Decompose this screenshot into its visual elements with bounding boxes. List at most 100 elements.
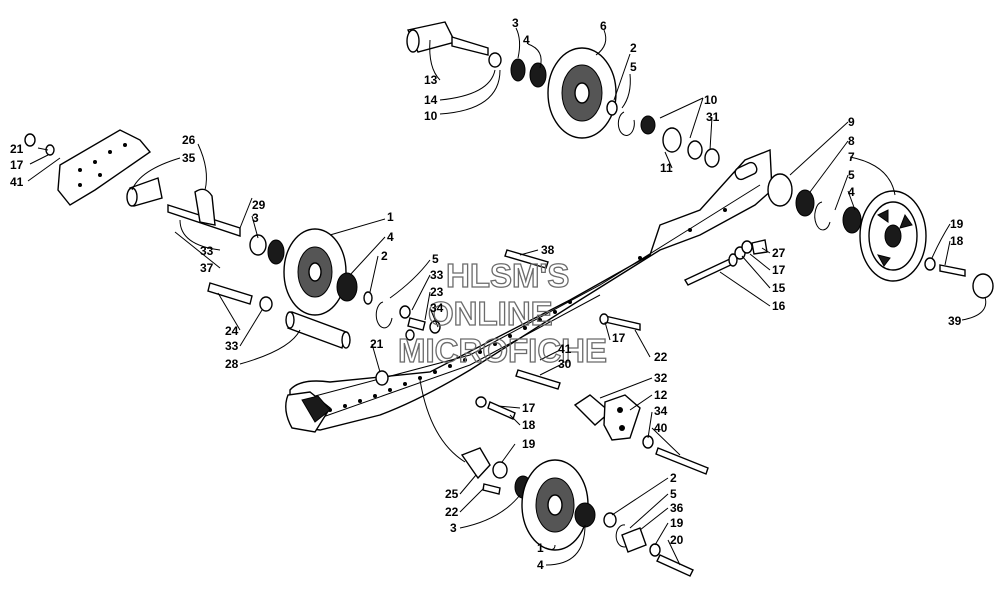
callout-label: 17 xyxy=(10,158,24,172)
bolt-18-rear xyxy=(939,264,966,277)
washer-33-left xyxy=(249,234,267,256)
callout-label: 10 xyxy=(424,109,438,123)
callout-label: 22 xyxy=(654,350,668,364)
spacer-10 xyxy=(640,115,656,135)
bearing-31a xyxy=(687,140,703,160)
spacer-9 xyxy=(767,173,793,207)
leader-lines xyxy=(27,27,987,566)
callout-label: 41 xyxy=(558,342,572,356)
callout-label: 6 xyxy=(600,19,607,33)
watermark-line-3: MICROFICHE xyxy=(398,332,607,369)
bearing-3-top xyxy=(510,58,526,82)
callout-label: 31 xyxy=(706,110,720,124)
nut-21-left xyxy=(24,133,36,147)
callout-label: 36 xyxy=(670,501,684,515)
callout-label: 21 xyxy=(10,142,24,156)
callout-label: 29 xyxy=(252,198,266,212)
callout-label: 34 xyxy=(430,301,444,315)
callout-label: 3 xyxy=(512,16,519,30)
callout-label: 19 xyxy=(950,217,964,231)
callout-label: 4 xyxy=(523,33,530,47)
callout-label: 15 xyxy=(772,281,786,295)
callout-label: 1 xyxy=(387,210,394,224)
callout-label: 8 xyxy=(848,134,855,148)
rear-idler-assembly xyxy=(767,173,994,299)
bearing-4-rear xyxy=(842,206,862,234)
callout-label: 32 xyxy=(654,371,668,385)
idler-wheel-1-left xyxy=(283,228,347,316)
bushing-11 xyxy=(662,127,682,153)
bearing-4-top xyxy=(529,62,547,88)
callout-label: 26 xyxy=(182,133,196,147)
washer-10-top xyxy=(488,52,502,68)
callout-label: 20 xyxy=(670,533,684,547)
bearing-3-left xyxy=(267,239,285,265)
nut-27 xyxy=(751,239,768,255)
callout-label: 12 xyxy=(654,388,668,402)
callout-label: 33 xyxy=(225,339,239,353)
bracket-12 xyxy=(573,394,641,441)
rail-front-bumper xyxy=(285,391,331,433)
bearing-8 xyxy=(795,189,815,217)
callout-label: 10 xyxy=(704,93,718,107)
left-upper-assembly xyxy=(24,133,393,329)
callout-label: 17 xyxy=(772,263,786,277)
washer-17 xyxy=(741,240,753,254)
shaft-24 xyxy=(207,282,273,312)
nut-21-center xyxy=(375,370,389,386)
watermark-line-1: HLSM'S xyxy=(446,257,569,294)
callout-label: 4 xyxy=(537,558,544,572)
bolt-40 xyxy=(655,447,709,475)
callout-label: 39 xyxy=(948,314,962,328)
callout-label: 27 xyxy=(772,246,786,260)
callout-label: 17 xyxy=(522,401,536,415)
washer-19-lower xyxy=(492,461,508,479)
callout-label: 24 xyxy=(225,324,239,338)
washer-33-lower xyxy=(259,296,273,312)
callout-label: 22 xyxy=(445,505,459,519)
washer-19-rear xyxy=(924,257,936,271)
long-bolt-16 xyxy=(684,239,768,286)
callout-label: 33 xyxy=(430,268,444,282)
watermark: HLSM'S ONLINE MICROFICHE xyxy=(397,256,607,369)
bearing-4-lower xyxy=(574,502,596,528)
top-idler-assembly xyxy=(406,21,720,168)
callout-label: 4 xyxy=(848,185,855,199)
callout-label: 5 xyxy=(630,60,637,74)
callout-label: 5 xyxy=(432,252,439,266)
upper-rail-section xyxy=(57,129,152,206)
rear-wheel-7 xyxy=(859,190,927,282)
callout-label: 33 xyxy=(200,244,214,258)
bearing-4-left xyxy=(336,272,358,302)
callout-label: 30 xyxy=(558,357,572,371)
washer-2-top xyxy=(606,100,618,116)
callout-label: 2 xyxy=(381,249,388,263)
callout-label: 19 xyxy=(522,437,536,451)
callout-label: 17 xyxy=(612,331,626,345)
arm-26 xyxy=(194,188,216,226)
callout-label: 7 xyxy=(848,150,855,164)
callout-label: 2 xyxy=(630,41,637,55)
callout-label: 38 xyxy=(541,243,555,257)
washer-2-left xyxy=(363,291,373,305)
callout-label: 37 xyxy=(200,261,214,275)
callout-label: 3 xyxy=(252,211,259,225)
center-spacers xyxy=(399,305,441,341)
spacer-36 xyxy=(621,527,647,553)
callout-label: 5 xyxy=(848,168,855,182)
callout-label: 4 xyxy=(387,230,394,244)
bolt-18-lower xyxy=(487,401,516,420)
callout-label: 34 xyxy=(654,404,668,418)
lower-idler-assembly xyxy=(460,447,694,577)
callout-label: 28 xyxy=(225,357,239,371)
callout-label: 11 xyxy=(660,161,673,175)
callout-label: 23 xyxy=(430,285,444,299)
callout-label: 40 xyxy=(654,421,668,435)
bolt-22-right xyxy=(604,315,641,331)
snap-ring-5-top xyxy=(617,111,635,136)
callout-label: 14 xyxy=(424,93,438,107)
callout-label: 19 xyxy=(670,516,684,530)
watermark-line-2: ONLINE xyxy=(428,295,553,332)
cap-39 xyxy=(972,273,994,299)
